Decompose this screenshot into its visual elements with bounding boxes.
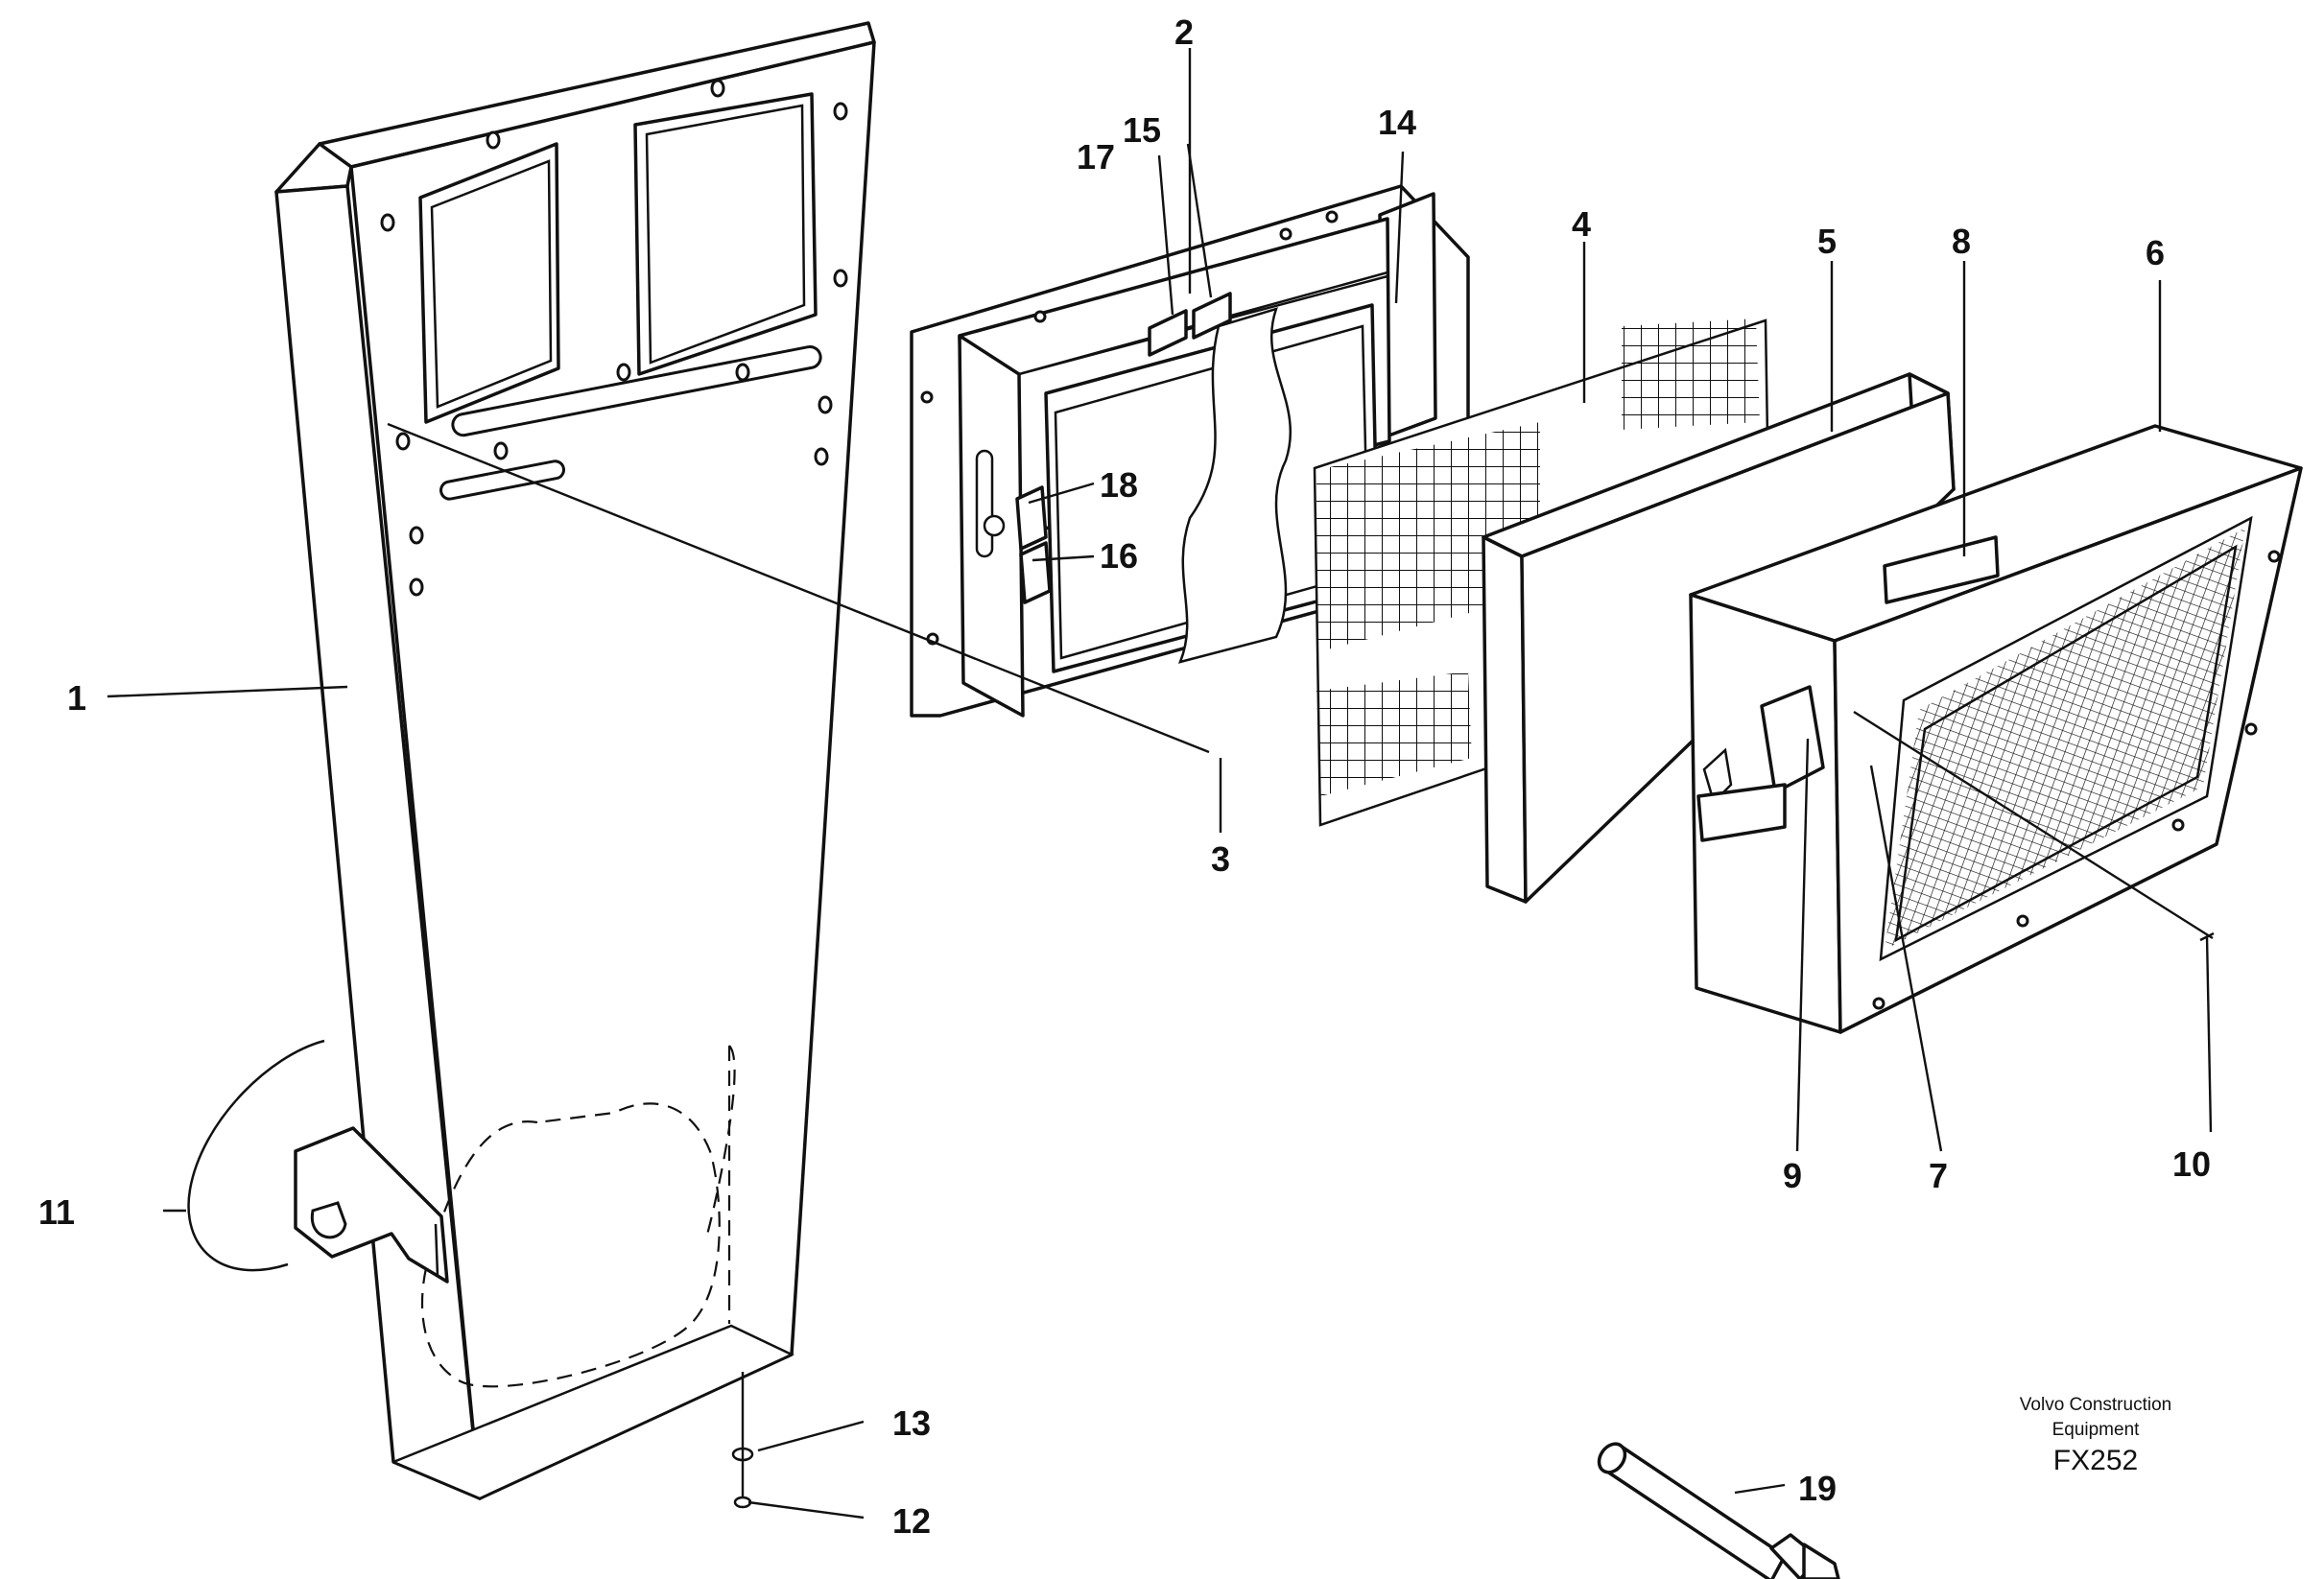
caption-drawing-code: FX252 [2053,1445,2138,1476]
callout-11: 11 [38,1192,75,1232]
drawing-caption: Volvo Construction Equipment FX252 [2020,1395,2171,1476]
callout-6: 6 [2146,233,2165,272]
caption-company-line2: Equipment [2052,1420,2141,1440]
callout-15: 15 [1123,110,1161,150]
callout-1: 1 [67,678,86,718]
callout-3: 3 [1211,839,1230,879]
callout-10: 10 [2172,1144,2211,1184]
panel-slot-upper [451,344,822,437]
leader-lines [107,48,2215,1520]
parts-12-13-screw-washer [731,1372,754,1509]
callout-18: 18 [1100,465,1138,505]
caption-company-line1: Volvo Construction [2020,1395,2171,1415]
callout-2: 2 [1174,12,1194,52]
callout-16: 16 [1100,536,1138,576]
callout-14: 14 [1378,103,1416,142]
callout-9: 9 [1783,1156,1802,1195]
callout-13: 13 [892,1403,931,1443]
callout-labels: 1 2 3 4 5 6 7 8 9 10 11 12 13 14 15 16 1… [38,12,2211,1541]
callout-5: 5 [1817,222,1837,261]
panel-bolt-holes [380,79,848,597]
part-19-sealant-tube [1597,1442,1840,1579]
callout-19: 19 [1798,1469,1837,1508]
part-11-bracket-and-wire [187,1039,449,1284]
callout-12: 12 [892,1501,931,1541]
callout-8: 8 [1952,222,1971,261]
callout-4: 4 [1572,204,1591,244]
panel-slot-lower [439,460,565,501]
part-1-side-panel [274,21,876,1500]
callout-7: 7 [1929,1156,1948,1195]
part-2-mounting-frame [910,184,1470,718]
callout-17: 17 [1077,137,1115,177]
